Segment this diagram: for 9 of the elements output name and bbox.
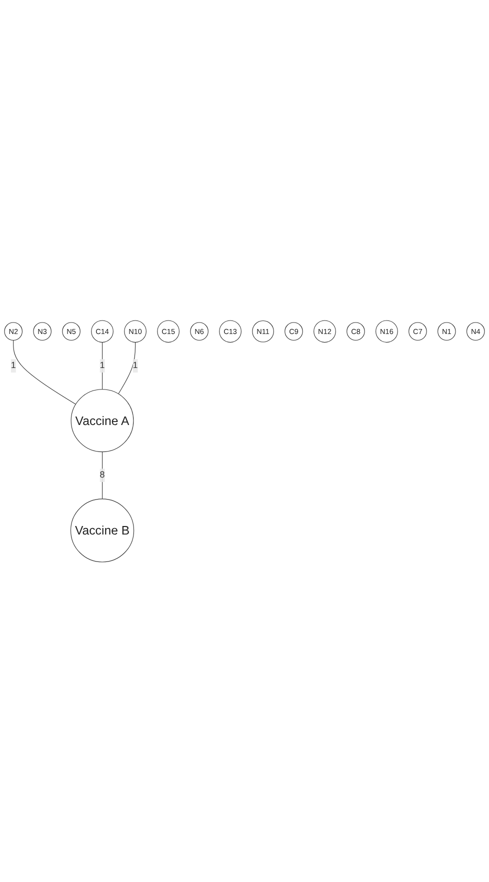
node-circle: Vaccine A	[70, 388, 134, 452]
connector	[118, 342, 136, 394]
connector	[13, 340, 76, 404]
edge-label: 8	[100, 470, 105, 480]
edge-label: 1	[10, 360, 16, 370]
edge-label: 1	[100, 360, 105, 370]
node-circle: Vaccine B	[70, 498, 134, 562]
connector	[102, 451, 103, 499]
edge-label: 1	[132, 360, 138, 370]
